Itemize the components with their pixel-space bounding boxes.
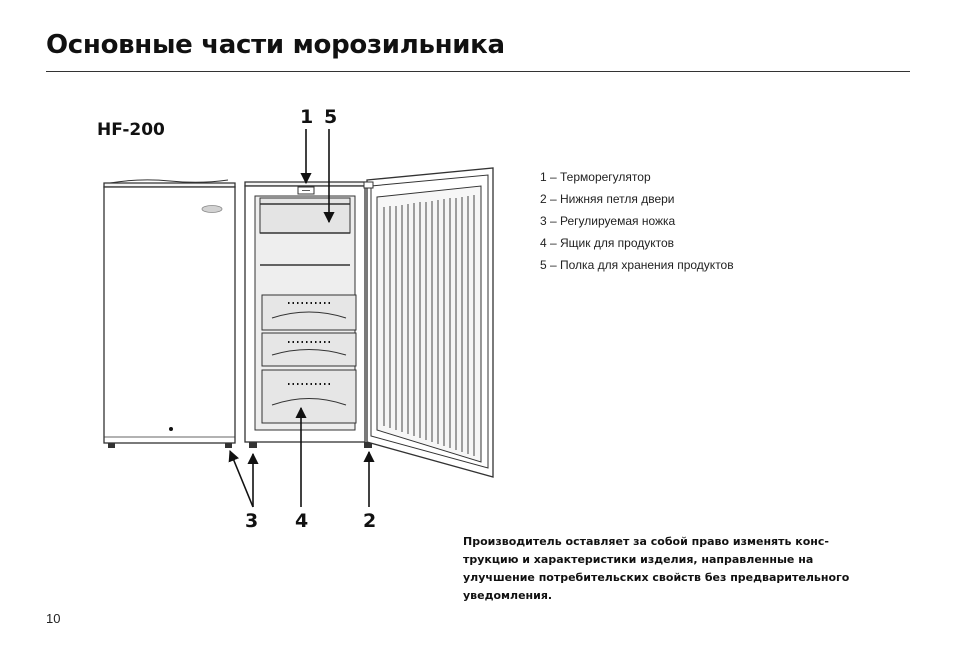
callout-1: 1: [300, 106, 314, 128]
arrow-foot-closed: [228, 449, 254, 508]
legend-item: 1 – Терморегулятор: [540, 170, 651, 184]
title-divider: [46, 71, 910, 72]
open-door: [363, 167, 494, 478]
legend-item: 5 – Полка для хранения продуктов: [540, 258, 734, 272]
closed-freezer: [103, 179, 236, 448]
model-label: HF-200: [97, 120, 165, 140]
callout-5: 5: [324, 106, 338, 128]
adjustable-foot: [249, 442, 257, 448]
brand-badge: [201, 205, 223, 213]
note-line: Производитель оставляет за собой право и…: [463, 535, 829, 548]
drawer: [261, 369, 357, 424]
door-lock: [169, 427, 173, 431]
note-line: улучшение потребительских свойств без пр…: [463, 571, 850, 584]
manufacturer-note: Производитель оставляет за собой право и…: [463, 533, 883, 605]
note-line: уведомления.: [463, 589, 553, 602]
callout-4: 4: [295, 510, 309, 532]
legend-item: 2 – Нижняя петля двери: [540, 192, 675, 206]
lower-door-hinge: [364, 442, 372, 448]
legend-item: 4 – Ящик для продуктов: [540, 236, 675, 250]
legend-item: 3 – Регулируемая ножка: [540, 214, 676, 228]
note-line: трукцию и характеристики изделия, направ…: [463, 553, 814, 566]
page-number: 10: [46, 611, 61, 626]
callout-3: 3: [245, 510, 259, 532]
callout-arrows: [228, 129, 375, 508]
open-freezer-cabinet: [244, 181, 372, 448]
callout-2: 2: [363, 510, 377, 532]
parts-legend: 1 – Терморегулятор 2 – Нижняя петля двер…: [540, 168, 734, 278]
page-title: Основные части морозильника: [46, 30, 505, 60]
